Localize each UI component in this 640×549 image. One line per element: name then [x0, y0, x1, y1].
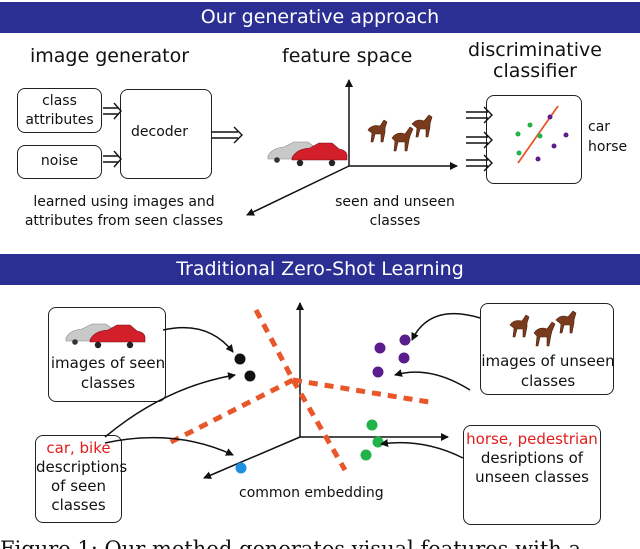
input-arrows	[103, 102, 493, 172]
seen-descriptions-box: car, bike descriptions of seen classes	[35, 435, 128, 523]
feature-space-axes	[246, 79, 458, 216]
seen-unseen-note: seen and unseen classes	[335, 194, 455, 229]
images-unseen-box: images of unseen classes	[480, 303, 615, 395]
images-seen-label: images of seen classes	[50, 354, 166, 392]
car-image-icon	[267, 141, 348, 167]
seen-car-icon	[65, 323, 146, 349]
zero-shot-banner: Traditional Zero-Shot Learning	[0, 254, 640, 285]
figure-caption: Figure 1: Our method generates visual fe…	[0, 537, 581, 549]
generative-approach-banner: Our generative approach	[0, 2, 640, 33]
unseen-descriptions-box: horse, pedestrian desriptions of unseen …	[463, 425, 601, 525]
embedding-points	[234, 334, 411, 474]
images-unseen-label: images of unseen classes	[481, 352, 615, 390]
seen-descriptions-label: descriptions of seen classes	[36, 458, 128, 514]
horse-image-icon	[367, 114, 433, 152]
unseen-horse-icon	[509, 310, 577, 347]
unseen-class-words: horse, pedestrian	[466, 430, 598, 448]
images-seen-box: images of seen classes	[48, 307, 166, 402]
seen-class-words: car, bike	[46, 439, 111, 457]
class-attributes-box: class attributes	[17, 88, 102, 133]
car-class-label: car	[588, 119, 611, 135]
common-embedding-label: common embedding	[239, 485, 384, 501]
image-generator-title: image generator	[30, 45, 190, 67]
horse-class-label: horse	[588, 139, 628, 155]
mapping-arrows	[104, 312, 481, 459]
decoder-label: decoder	[131, 124, 189, 140]
classifier-points	[515, 105, 569, 164]
decision-boundaries	[163, 308, 436, 472]
learned-using-note: learned using images and attributes from…	[24, 194, 224, 229]
unseen-descriptions-label: desriptions of unseen classes	[475, 449, 589, 486]
noise-label: noise	[40, 153, 79, 169]
discriminative-classifier-title: discriminative classifier	[468, 39, 602, 82]
feature-space-title: feature space	[282, 45, 413, 67]
class-attributes-label: class attributes	[25, 93, 94, 128]
embedding-axes	[203, 302, 449, 479]
noise-box: noise	[17, 145, 102, 179]
decoder-box: decoder	[120, 89, 212, 179]
